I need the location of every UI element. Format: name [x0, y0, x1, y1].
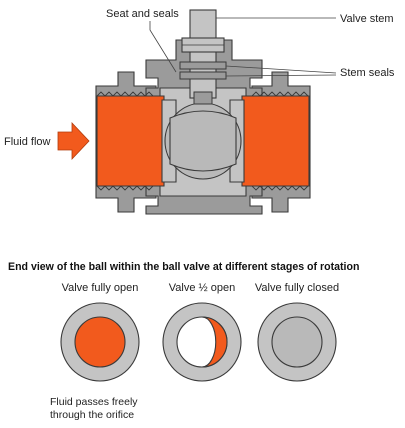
- leader-stem-seals-1: [225, 65, 337, 74]
- fluid-left: [96, 95, 165, 187]
- stage-caption-line: through the orifice: [50, 409, 134, 421]
- fluid-crescent: [201, 316, 228, 368]
- orifice-fluid: [74, 316, 126, 368]
- valve-stem: [189, 9, 217, 99]
- fluid-flow-arrow: [57, 121, 90, 161]
- valve-cross-section: [95, 9, 311, 215]
- stage-caption-line: Fluid passes freely: [50, 396, 138, 408]
- stage-label: Valve ½ open: [169, 282, 235, 294]
- section-title: End view of the ball within the ball val…: [8, 261, 359, 273]
- stage-label: Valve fully open: [62, 282, 139, 294]
- stem-tang: [193, 91, 213, 105]
- stem-seal-1: [179, 61, 227, 70]
- stage-3: Valve fully closed: [255, 282, 339, 382]
- stem-seal-2: [179, 71, 227, 80]
- ball-bore: [169, 110, 237, 172]
- fluid-right: [241, 95, 310, 187]
- label-seat-and-seals: Seat and seals: [106, 8, 179, 20]
- stage-2: Valve ½ open: [162, 282, 242, 382]
- stage-label: Valve fully closed: [255, 282, 339, 294]
- thread-right-top: [251, 91, 309, 97]
- label-valve-stem: Valve stem: [340, 13, 394, 25]
- label-fluid-flow: Fluid flow: [4, 136, 51, 148]
- thread-left-top: [96, 91, 154, 97]
- thread-right-bottom: [251, 185, 309, 191]
- ball-face-closed: [271, 316, 323, 368]
- label-stem-seals: Stem seals: [340, 67, 395, 79]
- thread-left-bottom: [96, 185, 154, 191]
- leader-seat-and-seals: [149, 21, 177, 73]
- leader-stem-seals-2: [225, 74, 337, 77]
